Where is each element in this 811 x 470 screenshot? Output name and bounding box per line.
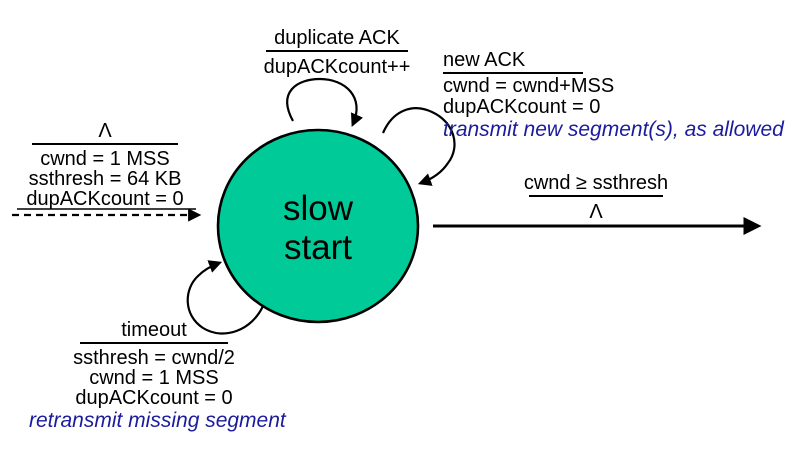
transition-condition: duplicate ACK (274, 27, 400, 49)
state-name-line2: start (283, 228, 353, 267)
transition-action: dupACKcount++ (263, 56, 411, 78)
transition-action: ssthresh = cwnd/2 (73, 347, 235, 369)
fraction-bar (266, 50, 408, 52)
fraction-bar (32, 143, 178, 145)
transition-action: Λ (589, 201, 603, 223)
transition-action: ssthresh = 64 KB (28, 168, 182, 190)
transition-action: dupACKcount = 0 (75, 387, 233, 409)
label-exit-transition: cwnd ≥ ssthresh Λ (496, 172, 696, 223)
transition-condition: new ACK (443, 49, 526, 71)
self-loop-new-ack-arrow (381, 107, 456, 186)
label-timeout: timeout ssthresh = cwnd/2 cwnd = 1 MSS d… (29, 319, 286, 434)
label-duplicate-ack: duplicate ACK dupACKcount++ (237, 27, 437, 78)
transition-action: cwnd = cwnd+MSS (443, 75, 615, 97)
label-init-transition: Λ cwnd = 1 MSS ssthresh = 64 KB dupACKco… (5, 120, 205, 209)
transition-action: dupACKcount = 0 (443, 96, 601, 118)
transition-condition: timeout (121, 319, 187, 341)
transition-condition: cwnd ≥ ssthresh (523, 172, 669, 194)
state-name: slow start (218, 189, 418, 267)
self-loop-duplicate-ack-arrow (286, 77, 364, 128)
transition-action: dupACKcount = 0 (26, 188, 184, 210)
state-name-line1: slow (282, 189, 354, 228)
self-loop-timeout-arrow (186, 260, 264, 335)
transition-action: cwnd = 1 MSS (40, 148, 170, 170)
transition-action: cwnd = 1 MSS (89, 367, 219, 389)
label-new-ack: new ACK cwnd = cwnd+MSS dupACKcount = 0 … (443, 50, 788, 142)
fraction-bar (80, 342, 228, 344)
transition-comment: transmit new segment(s), as allowed (443, 118, 784, 141)
fraction-bar (529, 195, 663, 197)
transition-comment: retransmit missing segment (29, 409, 286, 432)
transition-condition: Λ (98, 120, 112, 142)
state-circle-slow-start (216, 128, 420, 324)
fraction-bar (443, 72, 583, 74)
